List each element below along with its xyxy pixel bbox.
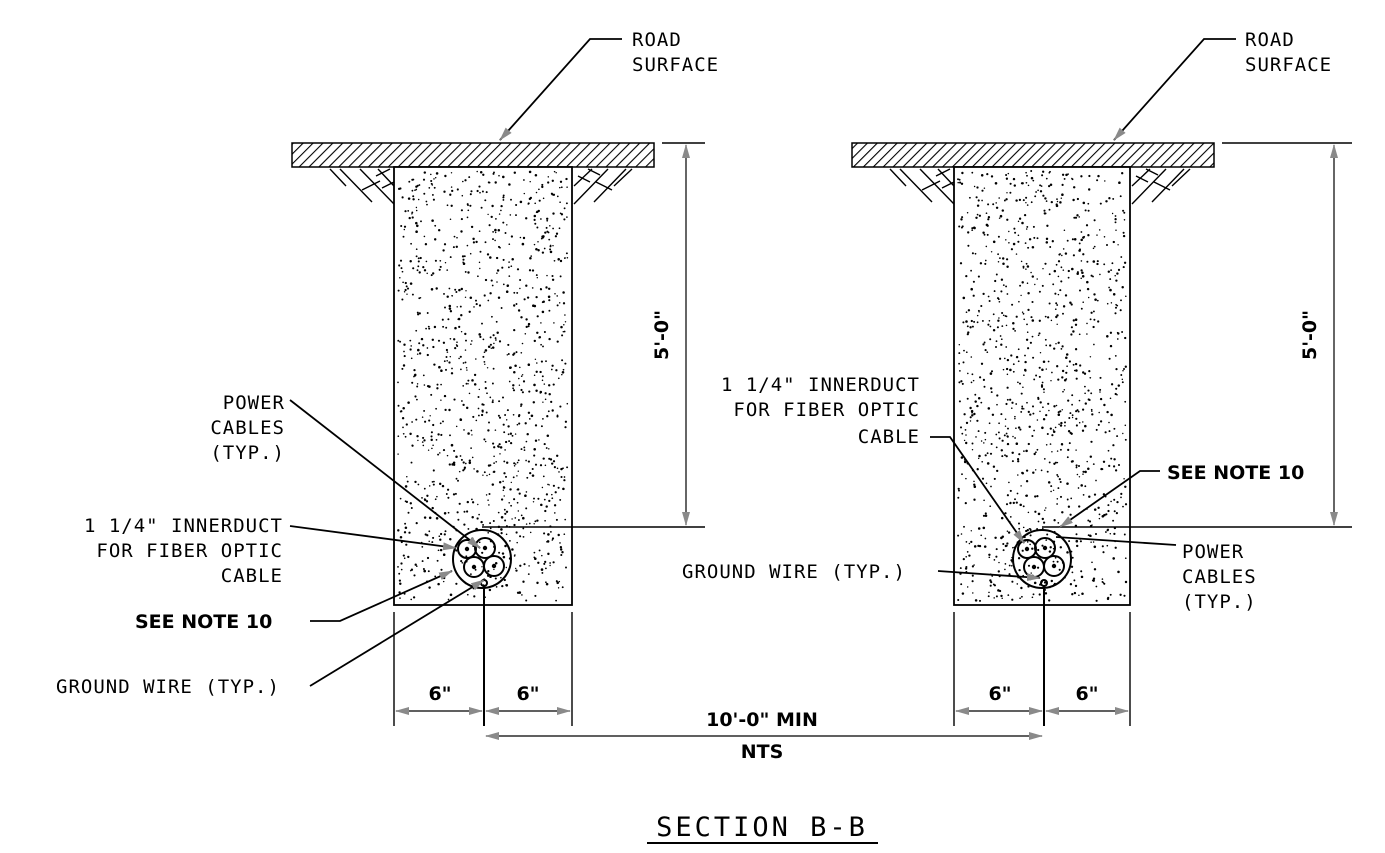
left-road-label-2: SURFACE — [632, 54, 719, 76]
right-power-label-2: CABLES — [1182, 566, 1257, 588]
left-see-note: SEE NOTE 10 — [135, 611, 272, 633]
right-power-cable-1 — [1034, 537, 1056, 559]
section-title: SECTION B-B — [656, 812, 868, 843]
left-six-inch-1: 6" — [428, 683, 451, 705]
right-see-note: SEE NOTE 10 — [1167, 462, 1304, 484]
left-innerduct-label-1: 1 1/4" INNERDUCT — [84, 515, 283, 537]
left-soil-hatch-left — [329, 168, 395, 205]
right-power-label-1: POWER — [1182, 541, 1244, 563]
right-trench: 5'-0" ROAD SURFACE 1 1/4" INNERDUCT FOR … — [682, 29, 1352, 726]
right-innerduct-label-2: FOR FIBER OPTIC — [733, 399, 920, 421]
right-innerduct-label-1: 1 1/4" INNERDUCT — [721, 374, 920, 396]
right-soil-hatch-right — [1131, 168, 1191, 205]
left-road-surface-hatch — [291, 142, 655, 168]
spacing-dimension: 10'-0" MIN NTS — [485, 709, 1043, 763]
left-soil-hatch-right — [573, 168, 633, 205]
right-soil-hatch-left — [889, 168, 955, 205]
right-ground-label: GROUND WIRE (TYP.) — [682, 561, 906, 583]
right-depth-dimension: 5'-0" — [1299, 310, 1321, 360]
left-depth-dimension: 5'-0" — [651, 310, 673, 360]
right-power-cable-3 — [1043, 555, 1065, 577]
left-power-label-2: CABLES — [210, 417, 285, 439]
right-six-inch-2: 6" — [1075, 683, 1098, 705]
right-power-label-3: (TYP.) — [1182, 591, 1257, 613]
nts-label: NTS — [741, 741, 784, 763]
left-road-label-1: ROAD — [632, 29, 682, 51]
left-power-cable-3 — [483, 555, 505, 577]
left-innerduct-label-2: FOR FIBER OPTIC — [96, 540, 283, 562]
left-backfill — [393, 166, 573, 606]
left-innerduct-label-3: CABLE — [221, 565, 283, 587]
left-power-label-1: POWER — [223, 392, 285, 414]
left-trench: 5'-0" ROAD SURFACE POWER CABLES (TYP.) 1… — [56, 29, 719, 726]
left-power-label-3: (TYP.) — [210, 442, 285, 464]
right-backfill-stipple — [957, 170, 1128, 602]
left-backfill-stipple — [397, 170, 569, 602]
left-six-inch-2: 6" — [516, 683, 539, 705]
right-road-label-2: SURFACE — [1245, 54, 1332, 76]
right-innerduct-label-3: CABLE — [858, 426, 920, 448]
right-road-surface-hatch — [851, 142, 1215, 168]
left-ground-label: GROUND WIRE (TYP.) — [56, 676, 280, 698]
right-road-label-1: ROAD — [1245, 29, 1295, 51]
section-title-group: SECTION B-B — [647, 812, 878, 844]
right-six-inch-1: 6" — [988, 683, 1011, 705]
spacing-label: 10'-0" MIN — [706, 709, 818, 731]
